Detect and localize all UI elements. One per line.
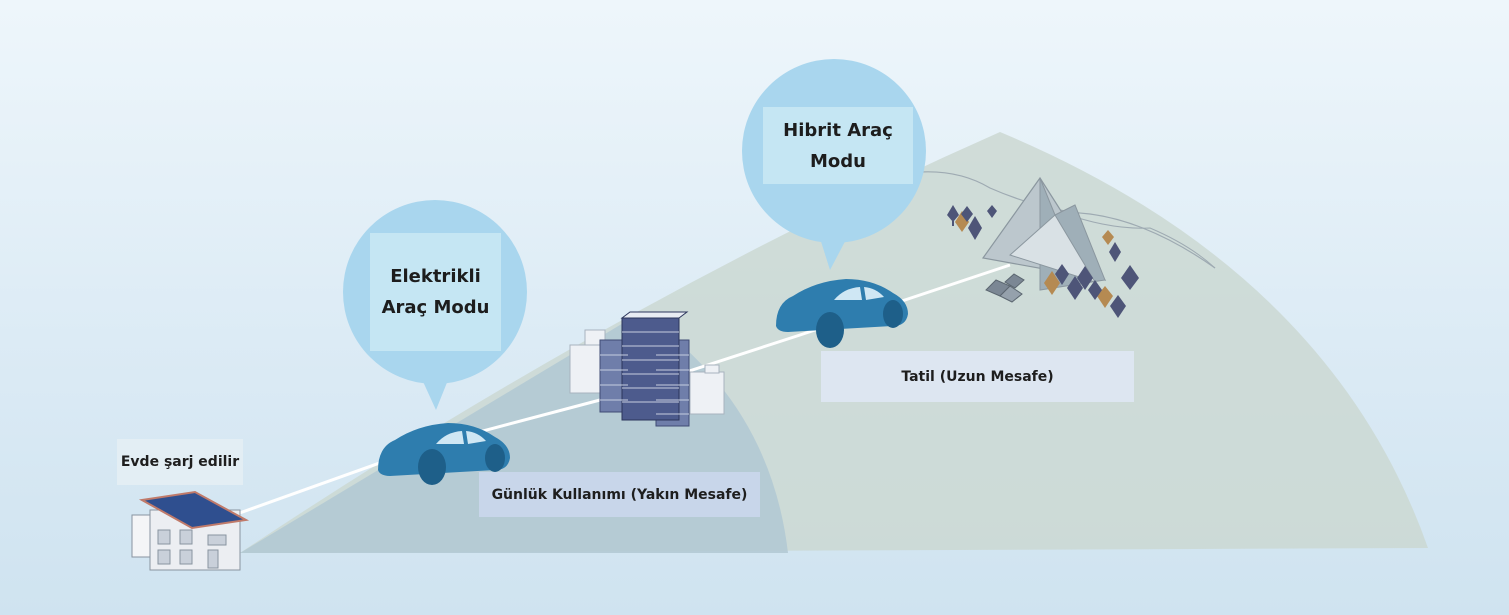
holiday-label: Tatil (Uzun Mesafe) [821, 351, 1134, 402]
tent-icon [985, 273, 1025, 303]
hybrid-car-icon [776, 279, 908, 348]
house-icon [131, 490, 250, 571]
electric-car-icon [378, 423, 510, 485]
mountain-icon [981, 176, 1107, 291]
daily-use-label: Günlük Kullanımı (Yakın Mesafe) [479, 472, 760, 517]
home-charging-label: Evde şarj edilir [117, 439, 243, 485]
hybrid-mode-label: Hibrit Araç Modu [763, 107, 913, 184]
hill-outline [1059, 211, 1216, 269]
electric-mode-label: Elektrikli Araç Modu [370, 233, 501, 351]
city-buildings-icon [569, 311, 725, 427]
tree-icon [947, 205, 1139, 318]
